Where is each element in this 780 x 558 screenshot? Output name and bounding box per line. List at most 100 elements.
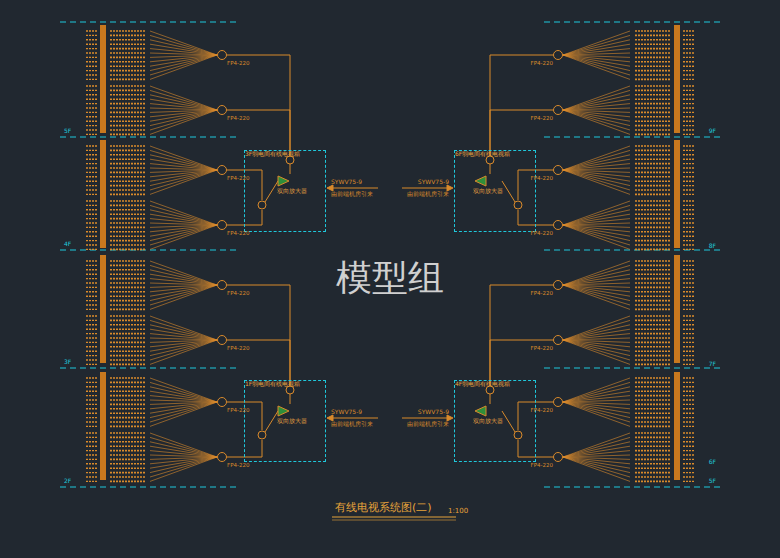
outlet-row (634, 227, 670, 229)
input-cable (402, 188, 448, 189)
fan-line (150, 340, 217, 360)
side-illustration (60, 22, 378, 487)
fan-line (150, 329, 217, 340)
outlet-row (110, 213, 146, 215)
outlet-row (86, 189, 98, 190)
outlet-row (682, 107, 694, 108)
feeder-wire (502, 181, 515, 202)
splitter-model: FP4-220 (531, 230, 553, 236)
outlet-row (86, 459, 98, 460)
fan-line (150, 455, 217, 457)
splitter-symbol (486, 156, 494, 164)
fan-line (563, 170, 630, 194)
outlet-row (682, 90, 694, 91)
amplifier-label: 双向放大器 (473, 418, 503, 425)
outlet-row (86, 85, 98, 86)
fan-line (150, 110, 217, 134)
outlet-row (682, 222, 694, 223)
outlet-row (682, 437, 694, 438)
outlet-row (634, 249, 670, 251)
outlet-row (634, 408, 670, 410)
outlet-row (634, 364, 670, 366)
outlet-row (86, 468, 98, 469)
feeder-wire (290, 164, 291, 174)
fan-line (563, 382, 630, 402)
fan-line (563, 457, 630, 468)
floor-line (540, 22, 720, 23)
outlet-row (682, 320, 694, 321)
outlet-row (682, 145, 694, 146)
fan-line (150, 110, 217, 126)
feeder-wire (490, 394, 491, 404)
floor-line (540, 250, 720, 251)
outlet-row (634, 432, 670, 434)
outlet-row (634, 98, 670, 100)
outlet-row (86, 377, 98, 378)
fan-line (150, 274, 217, 285)
outlet-row (634, 472, 670, 474)
fan-line (563, 285, 630, 309)
outlet-row (110, 61, 146, 63)
outlet-row (634, 116, 670, 118)
fan-line (563, 283, 630, 285)
outlet-row (634, 213, 670, 215)
fan-line (563, 219, 630, 225)
splitter-symbol (554, 221, 563, 230)
feeder-wire (265, 411, 278, 432)
fan-line (150, 55, 217, 79)
outlet-row (634, 231, 670, 233)
outlet-row (86, 125, 98, 126)
outlet-row (86, 291, 98, 292)
outlet-row (86, 185, 98, 186)
outlet-row (110, 98, 146, 100)
outlet-row (634, 222, 670, 224)
outlet-row (682, 94, 694, 95)
outlet-row (110, 260, 146, 262)
fan-line (563, 55, 630, 71)
fan-line (150, 402, 217, 426)
fan-line (563, 86, 630, 110)
outlet-row (682, 278, 694, 279)
floor-line (540, 487, 720, 488)
fan-line (150, 99, 217, 110)
fan-line (563, 225, 630, 241)
outlet-row (634, 320, 670, 322)
fan-line (150, 285, 217, 309)
fan-line (150, 55, 217, 71)
outlet-row (86, 98, 98, 99)
splitter-model: FP4-220 (531, 345, 553, 351)
fan-line (563, 378, 630, 402)
outlet-row (110, 176, 146, 178)
outlet-row (110, 154, 146, 156)
outlet-row (110, 463, 146, 465)
fan-line (563, 40, 630, 55)
outlet-row (682, 231, 694, 232)
fan-line (150, 223, 217, 225)
fan-line (563, 214, 630, 225)
outlet-row (682, 468, 694, 469)
outlet-row (682, 154, 694, 155)
amplifier-label: 双向放大器 (277, 188, 307, 195)
outlet-row (86, 90, 98, 91)
fan-line (150, 49, 217, 55)
outlet-row (110, 273, 146, 275)
outlet-row (634, 459, 670, 461)
outlet-row (86, 472, 98, 473)
outlet-row (86, 296, 98, 297)
outlet-row (682, 300, 694, 301)
title-underline (332, 520, 456, 521)
fan-line (150, 86, 217, 110)
outlet-row (682, 417, 694, 418)
fan-line (563, 387, 630, 402)
outlet-row (682, 395, 694, 396)
outlet-row (86, 167, 98, 168)
cable-type: SYWV75-9 (418, 409, 449, 416)
outlet-row (682, 296, 694, 297)
outlet-row (682, 185, 694, 186)
outlet-row (634, 74, 670, 76)
fan-line (563, 49, 630, 55)
outlet-row (86, 222, 98, 223)
fan-line (563, 150, 630, 170)
outlet-row (634, 315, 670, 317)
outlet-row (86, 194, 98, 195)
